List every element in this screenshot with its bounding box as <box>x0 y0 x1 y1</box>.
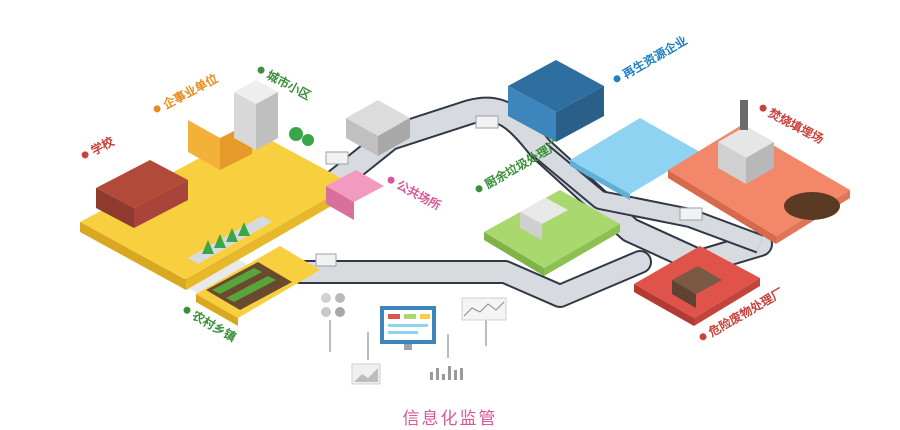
road-network <box>169 96 773 308</box>
blue-platform <box>570 118 700 200</box>
diagram-caption: 信息化监管 <box>402 409 498 429</box>
label-dot <box>182 305 192 316</box>
farmland <box>206 262 292 310</box>
label-dot <box>256 65 266 75</box>
community-building <box>234 80 278 150</box>
transfer-station <box>346 100 410 156</box>
trucks <box>315 115 703 267</box>
public-place-building <box>326 170 384 220</box>
kitchen-plant-building <box>520 198 568 240</box>
incineration-building <box>718 100 774 184</box>
orange-platform <box>668 126 850 244</box>
label-dot <box>758 103 768 113</box>
recycling-warehouse <box>508 60 604 142</box>
green-platform <box>484 190 620 276</box>
hazardous-building <box>672 266 722 308</box>
label-dot <box>386 175 396 185</box>
monitoring-dashboard <box>321 293 507 385</box>
school-building <box>96 160 188 228</box>
trees <box>202 127 314 254</box>
